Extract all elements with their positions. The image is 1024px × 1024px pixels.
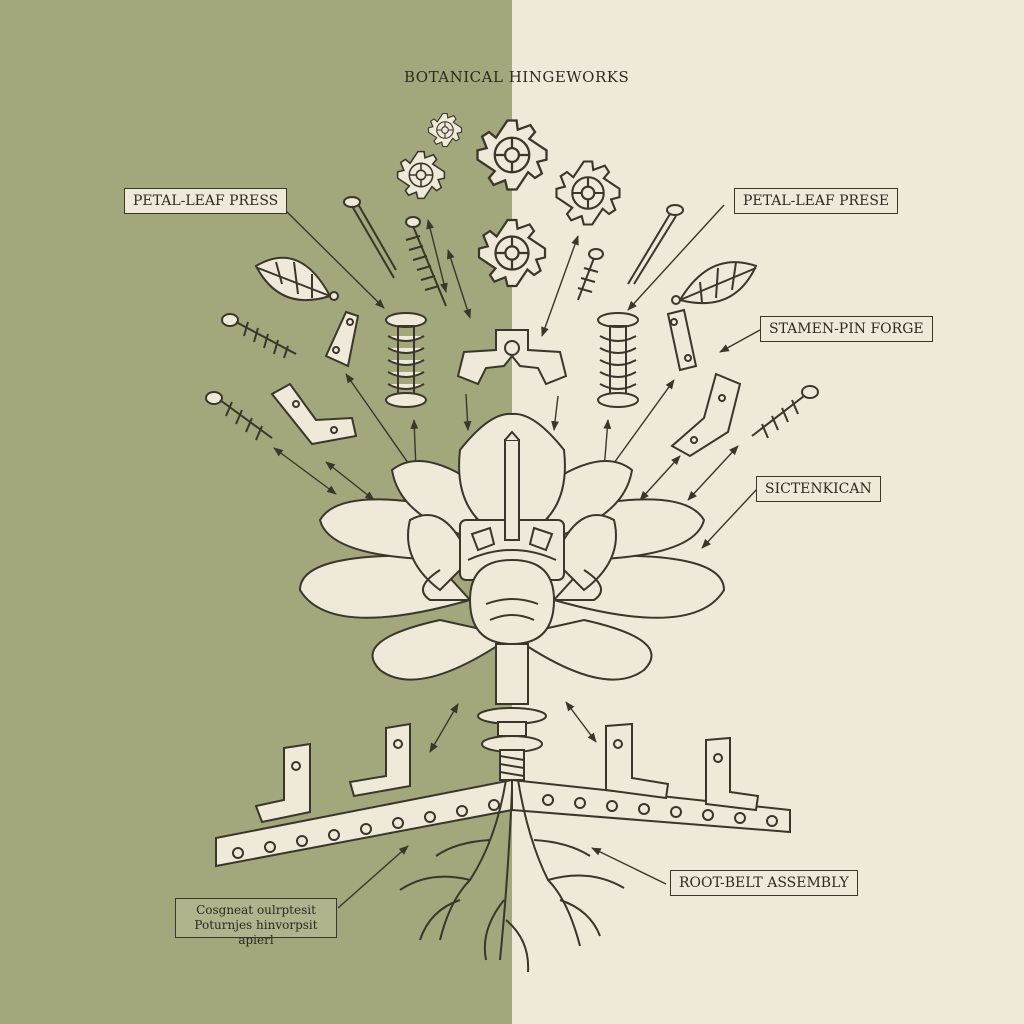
gear-icon: [555, 160, 621, 226]
belt-bracket-icon: [705, 736, 760, 812]
label-petal-leaf-press-left: PETAL-LEAF PRESS: [124, 188, 288, 214]
link-bracket-icon: [324, 310, 360, 368]
roots: [399, 779, 625, 973]
gear-icon: [476, 119, 548, 191]
leaf-icon: [254, 256, 339, 302]
belt-bracket-icon: [254, 742, 311, 824]
nail-icon: [343, 196, 397, 279]
footnote-box: Cosgneat oulrptesit Poturnjes hinvorpsit…: [175, 898, 337, 947]
angle-bracket-icon: [670, 372, 742, 458]
leaf-icon: [671, 261, 758, 305]
footnote-line-2: Poturnjes hinvorpsit apierl: [194, 918, 318, 947]
screw-icon: [205, 391, 273, 441]
label-petal-leaf-press-right: PETAL-LEAF PRESE: [734, 188, 899, 214]
label-root-belt-assembly: ROOT-BELT ASSEMBLY: [670, 870, 858, 896]
spring-icon: [385, 312, 427, 408]
gear-icon: [427, 112, 463, 148]
label-sictenkican: SICTENKICAN: [756, 476, 881, 502]
screw-icon: [405, 216, 447, 307]
gear-icon: [396, 150, 446, 200]
footnote-line-1: Cosgneat oulrptesit: [196, 903, 316, 917]
spring-icon: [597, 312, 639, 408]
angle-bracket-icon: [270, 382, 358, 446]
link-bracket-icon: [666, 308, 698, 372]
screw-icon: [221, 313, 297, 359]
clamp-icon: [456, 329, 568, 386]
stem-stack: [477, 643, 547, 781]
screw-icon: [751, 385, 819, 439]
nail-icon: [627, 204, 684, 285]
belt-bracket-icon: [605, 722, 670, 800]
screw-icon: [577, 248, 604, 301]
label-stamen-pin-forge: STAMEN-PIN FORGE: [760, 316, 933, 342]
belt-bracket-icon: [348, 722, 411, 798]
gear-icon: [477, 218, 547, 288]
diagram-title: BOTANICAL HINGEWORKS: [404, 68, 630, 86]
mechanical-flower: [298, 412, 726, 681]
